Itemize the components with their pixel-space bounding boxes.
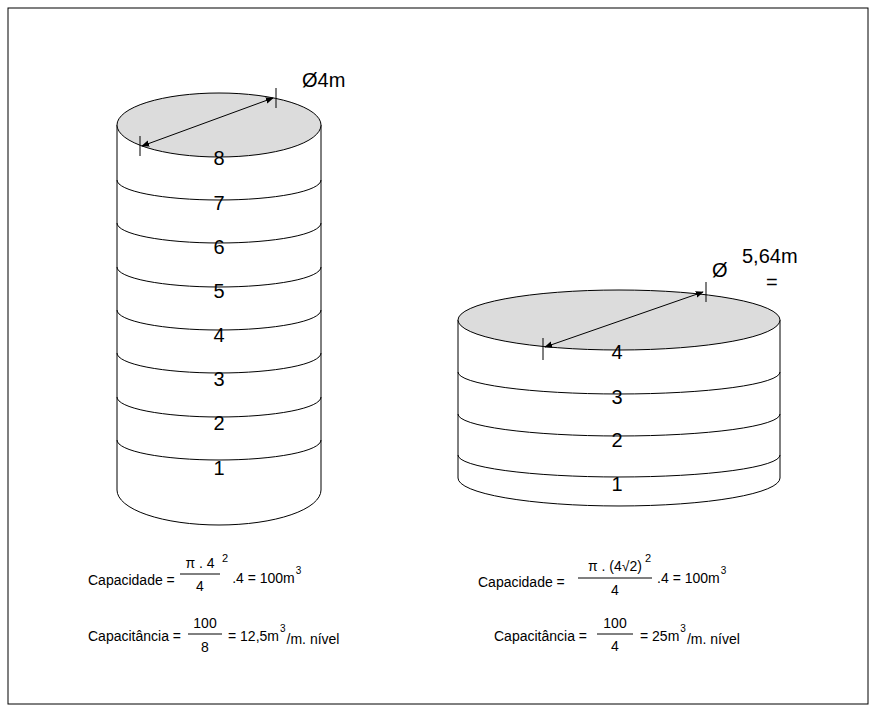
formula-text: Capacidade = — [88, 573, 175, 587]
level-number: 3 — [611, 387, 622, 407]
formula-text: Capacitância = — [494, 629, 587, 643]
formula-exponent: 3 — [721, 566, 727, 576]
formula-unit: /m. nível — [687, 632, 740, 646]
level-number: 3 — [213, 369, 224, 389]
formula-exponent: 2 — [645, 553, 651, 564]
frame — [8, 8, 868, 704]
level-number: 1 — [213, 458, 224, 478]
formula-numerator: π . 4 — [185, 556, 214, 570]
formula-exponent: 3 — [296, 566, 302, 576]
formula-text: Capacitância = — [88, 629, 181, 643]
level-number: 2 — [213, 413, 224, 433]
formula-numerator: 100 — [193, 616, 216, 630]
tall-cylinder — [117, 88, 321, 525]
level-number: 8 — [213, 148, 224, 168]
diameter-label: Ø — [712, 260, 728, 280]
diameter-label: Ø4m — [302, 70, 345, 90]
level-number: 6 — [213, 237, 224, 257]
level-number: 4 — [611, 342, 622, 362]
formula-exponent: 3 — [280, 624, 286, 634]
level-number: 4 — [213, 325, 224, 345]
formula-denominator: 4 — [611, 639, 619, 653]
formula-text: .4 = 100m — [232, 571, 295, 585]
formula-denominator: 4 — [611, 583, 619, 597]
formula-numerator: π . (4√2) — [588, 559, 642, 573]
diameter-label: = — [766, 272, 778, 292]
band-line — [117, 440, 321, 460]
level-number: 2 — [611, 430, 622, 450]
formula-denominator: 4 — [196, 579, 204, 593]
formula-text: = 25m — [640, 629, 679, 643]
formula-denominator: 8 — [201, 640, 209, 654]
formula-text: .4 = 100m — [657, 571, 720, 585]
formula-unit: /m. nível — [287, 632, 340, 646]
level-number: 1 — [611, 474, 622, 494]
formula-exponent: 3 — [680, 624, 686, 634]
level-number: 7 — [213, 193, 224, 213]
wide-cylinder — [458, 282, 780, 506]
formula-exponent: 2 — [222, 553, 228, 564]
formula-numerator: 100 — [603, 616, 626, 630]
diameter-label: 5,64m — [742, 246, 798, 266]
formula-text: = 12,5m — [228, 629, 279, 643]
formula-text: Capacidade = — [478, 575, 565, 589]
level-number: 5 — [213, 281, 224, 301]
